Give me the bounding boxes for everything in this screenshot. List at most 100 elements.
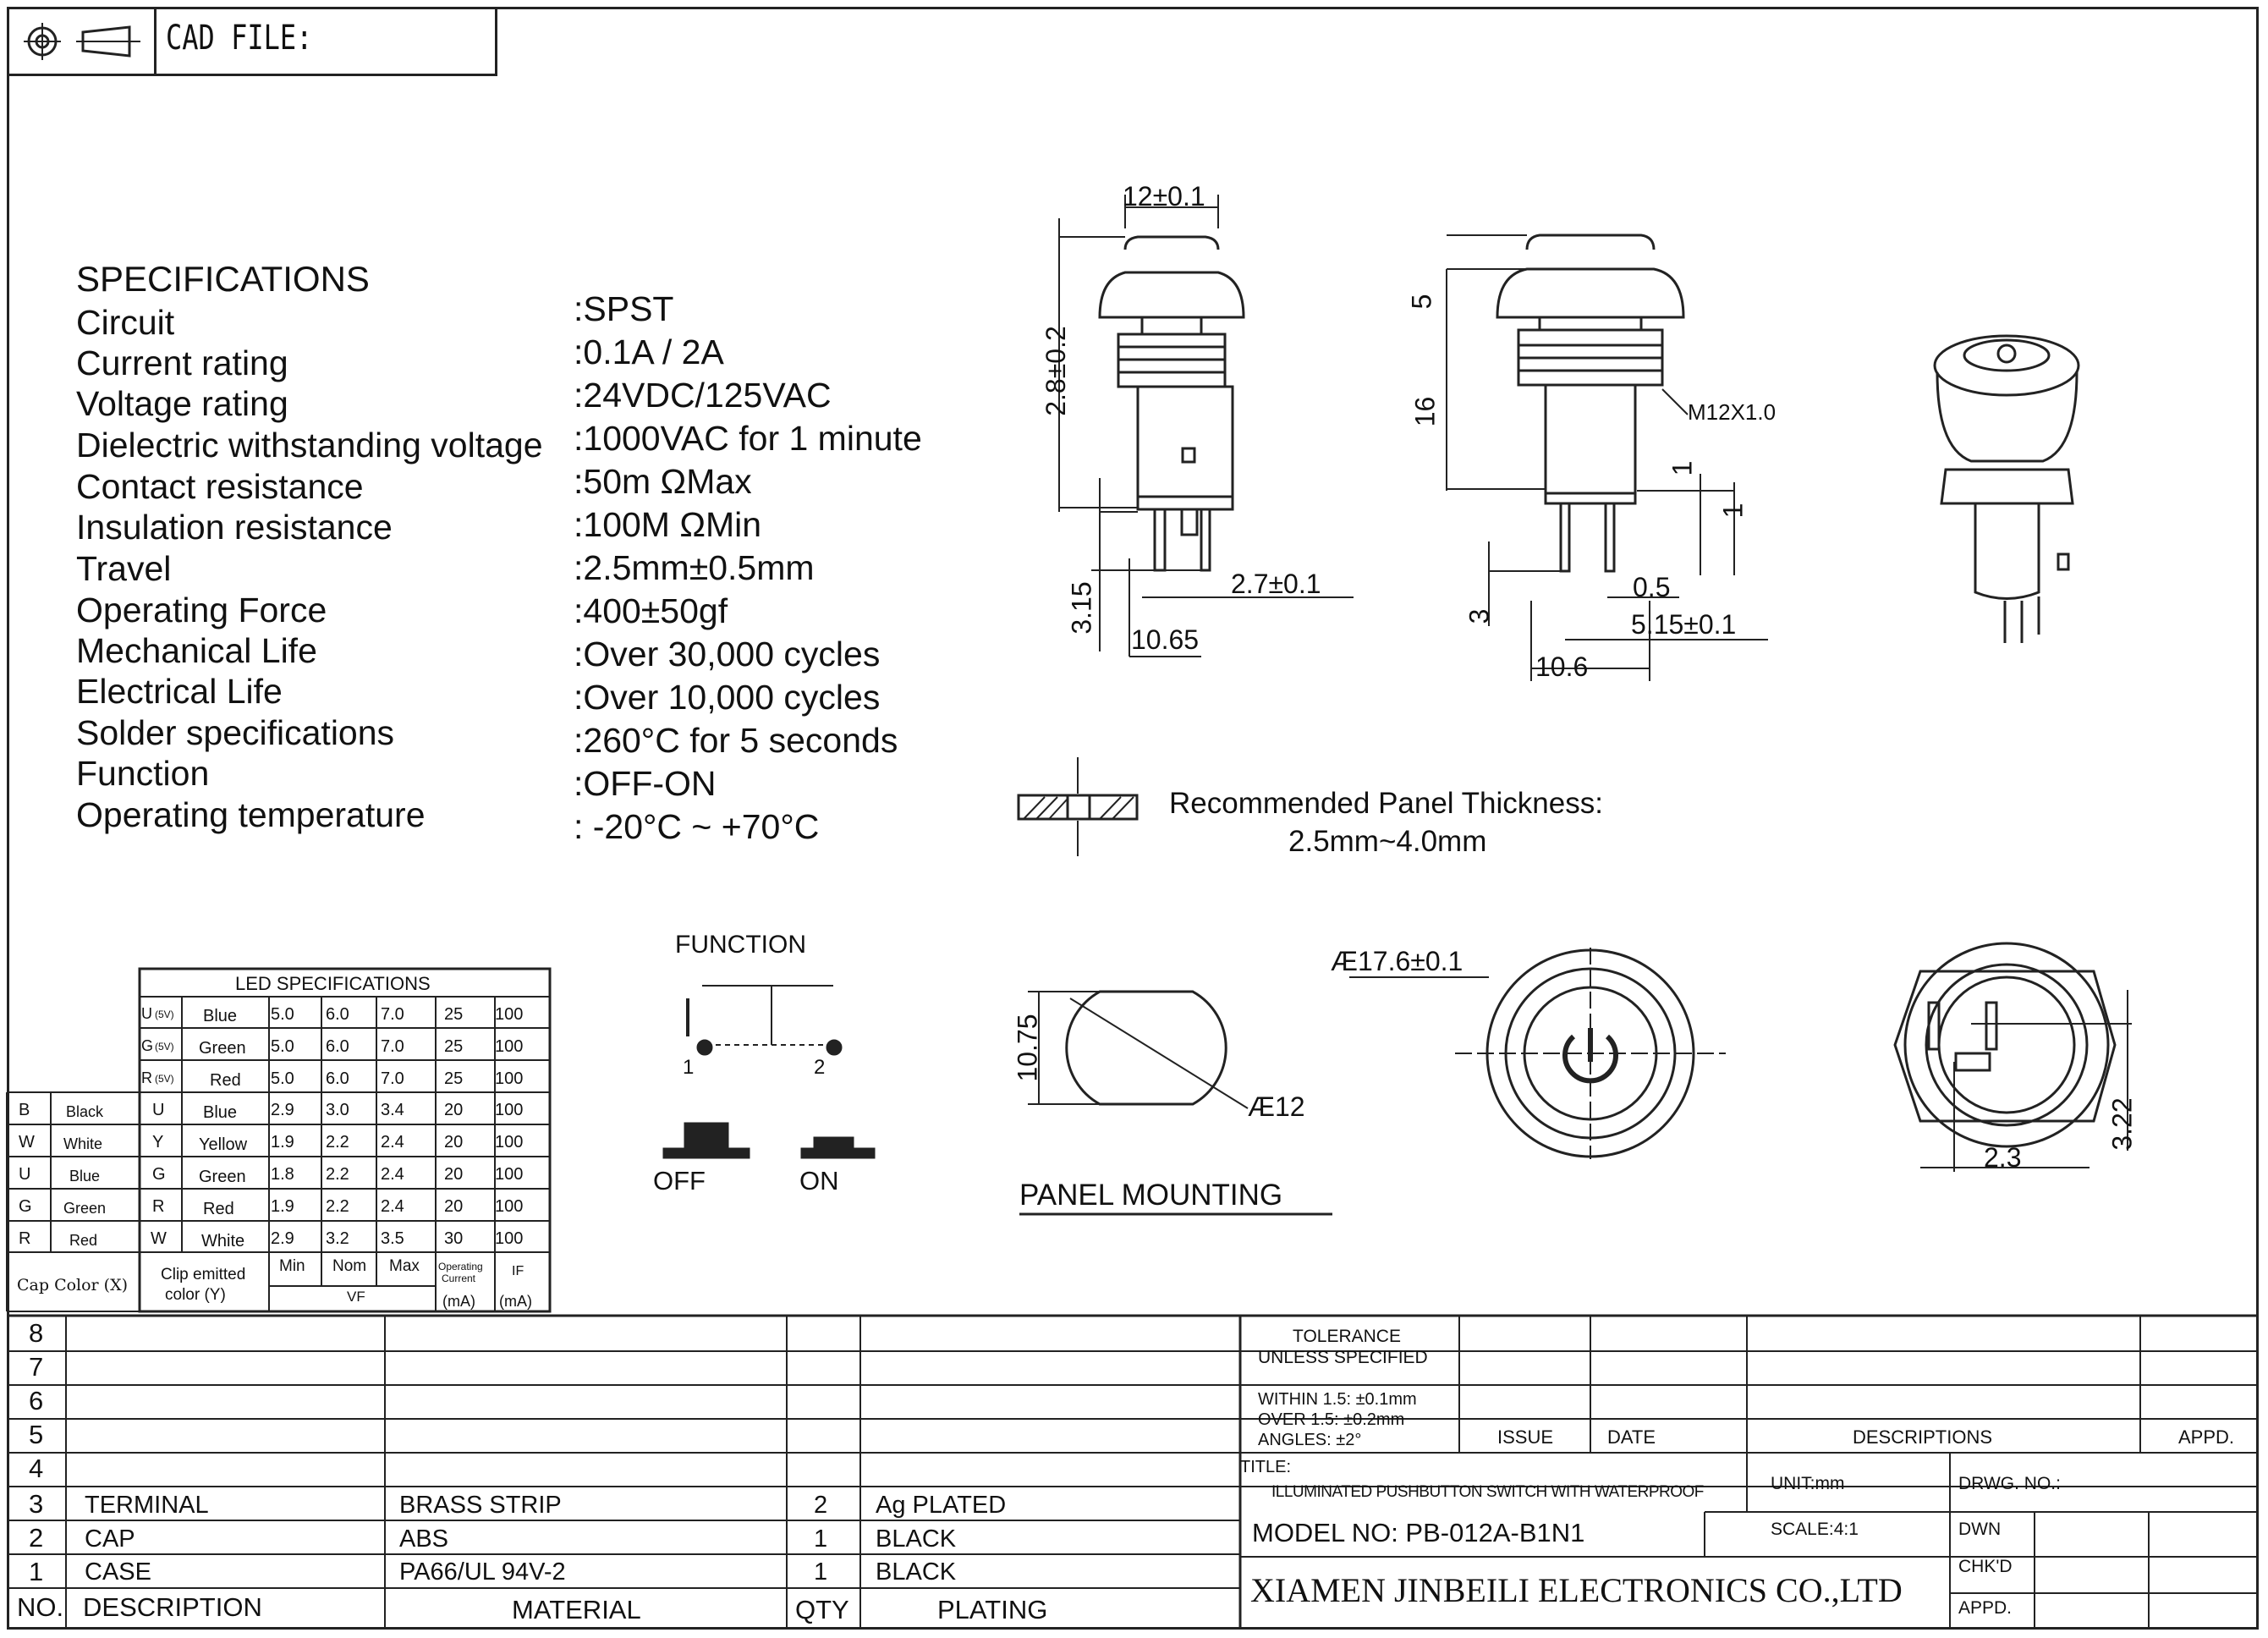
dim-thread: M12X1.0: [1688, 399, 1777, 425]
spec-value: : -20°C ~ +70°C: [574, 807, 820, 846]
led-if: 100: [495, 1101, 524, 1119]
spec-value: :1000VAC for 1 minute: [574, 419, 922, 458]
checked-label: CHK'D: [1958, 1557, 2013, 1576]
led-max: 2.4: [381, 1165, 404, 1184]
bom-qty: 1: [814, 1525, 828, 1553]
max-header: Max: [389, 1257, 420, 1275]
op-header-unit: (mA): [442, 1293, 475, 1310]
tolerance-sub-label: UNLESS SPECIFIED: [1258, 1348, 1428, 1367]
cap-code: B: [19, 1101, 30, 1119]
led-color: Green: [199, 1168, 246, 1186]
bom-plating: Ag PLATED: [876, 1492, 1007, 1519]
bom-desc: CAP: [85, 1525, 135, 1553]
led-if: 100: [495, 1005, 524, 1024]
led-max: 7.0: [381, 1005, 404, 1024]
bom-material: BRASS STRIP: [399, 1492, 562, 1519]
spec-label: Electrical Life: [76, 672, 283, 711]
drawing-number-label: DRWG. NO.:: [1958, 1474, 2061, 1493]
bom-header-material: MATERIAL: [512, 1595, 641, 1624]
dim-side-height: 2.8±0.2: [1040, 326, 1071, 416]
spec-value: :24VDC/125VAC: [574, 376, 832, 415]
if-header-unit: (mA): [499, 1293, 532, 1310]
cap-code: G: [19, 1197, 32, 1216]
spec-label: Current rating: [76, 344, 288, 382]
bom-material: PA66/UL 94V-2: [399, 1558, 566, 1586]
function-on-label: ON: [799, 1166, 839, 1196]
led-code: R: [141, 1069, 152, 1086]
led-op: 20: [444, 1133, 464, 1152]
led-nom: 6.0: [326, 1005, 349, 1024]
dim-pin-length: 3.15: [1066, 581, 1097, 635]
led-op: 20: [444, 1101, 464, 1119]
led-code-sub: (5V): [155, 1009, 174, 1020]
led-code: U: [152, 1101, 165, 1119]
panel-mount-title: PANEL MOUNTING: [1019, 1179, 1283, 1212]
cap-color: Green: [63, 1200, 107, 1217]
led-code: G: [141, 1037, 154, 1054]
date-header: DATE: [1607, 1426, 1656, 1448]
drawing-title: ILLUMINATED PUSHBUTTON SWITCH WITH WATER…: [1271, 1483, 1704, 1501]
led-max: 7.0: [381, 1069, 404, 1088]
spec-heading: SPECIFICATIONS: [76, 259, 370, 299]
bom-plating: BLACK: [876, 1525, 957, 1553]
spec-value: :Over 10,000 cycles: [574, 678, 881, 717]
spec-value: :SPST: [574, 289, 674, 328]
led-op: 25: [444, 1037, 464, 1056]
led-nom: 6.0: [326, 1037, 349, 1056]
bom-header-plating: PLATING: [937, 1595, 1048, 1624]
led-code-sub: (5V): [155, 1041, 174, 1053]
spec-label: Circuit: [76, 303, 175, 342]
nom-header: Nom: [332, 1257, 367, 1275]
spec-label: Solder specifications: [76, 713, 395, 752]
tolerance-within: WITHIN 1.5: ±0.1mm: [1258, 1390, 1417, 1409]
cad-file-title: CAD FILE:: [166, 19, 313, 58]
dim-width: 10.6: [1535, 651, 1589, 682]
company-name: XIAMEN JINBEILI ELECTRONICS CO.,LTD: [1250, 1571, 1903, 1609]
dim-bottom-a: 2.3: [1984, 1142, 2022, 1173]
bom-no: 4: [29, 1454, 44, 1483]
bom-desc: TERMINAL: [85, 1492, 209, 1519]
led-max: 7.0: [381, 1037, 404, 1056]
scale-label: SCALE:4:1: [1771, 1520, 1859, 1539]
led-color: White: [201, 1232, 245, 1250]
cap-color: Black: [66, 1103, 104, 1120]
spec-label: Contact resistance: [76, 467, 364, 506]
led-color: Yellow: [199, 1135, 248, 1154]
led-code: U: [141, 1005, 152, 1022]
spec-label: Function: [76, 754, 210, 793]
led-color: Blue: [203, 1103, 238, 1122]
spec-value: :0.1A / 2A: [574, 333, 724, 371]
led-min: 2.9: [271, 1101, 294, 1119]
led-table-title: LED SPECIFICATIONS: [235, 973, 431, 994]
led-color: Green: [199, 1039, 246, 1058]
led-nom: 2.2: [326, 1165, 349, 1184]
spec-label: Mechanical Life: [76, 631, 317, 670]
cad-header-divider: [154, 7, 157, 76]
bom-no: 8: [29, 1318, 44, 1348]
led-op: 20: [444, 1165, 464, 1184]
dim-cap: 5: [1406, 294, 1437, 310]
led-if: 100: [495, 1133, 524, 1152]
appd-header: APPD.: [2178, 1426, 2235, 1448]
dim-d2: 1: [1717, 503, 1749, 519]
issue-header: ISSUE: [1497, 1426, 1554, 1448]
bom-desc: CASE: [85, 1558, 151, 1586]
projection-symbol-icon: [24, 23, 140, 60]
spec-label: Travel: [76, 549, 172, 588]
spec-value: :OFF-ON: [574, 764, 717, 803]
led-color: Red: [210, 1071, 241, 1090]
bom-no: 6: [29, 1386, 44, 1415]
bom-no: 3: [29, 1489, 44, 1519]
bom-no: 1: [29, 1557, 44, 1586]
dim-d1: 1: [1667, 460, 1698, 476]
led-if: 100: [495, 1165, 524, 1184]
spec-value: :50m ΩMax: [574, 462, 752, 501]
spec-label: Voltage rating: [76, 384, 288, 423]
model-number: MODEL NO: PB-012A-B1N1: [1252, 1518, 1585, 1547]
spec-value: :100M ΩMin: [574, 505, 762, 544]
function-off-label: OFF: [653, 1166, 706, 1196]
led-min: 2.9: [271, 1229, 294, 1248]
led-if: 100: [495, 1229, 524, 1248]
function-pin1: 1: [683, 1056, 695, 1079]
vf-header: VF: [347, 1289, 365, 1305]
